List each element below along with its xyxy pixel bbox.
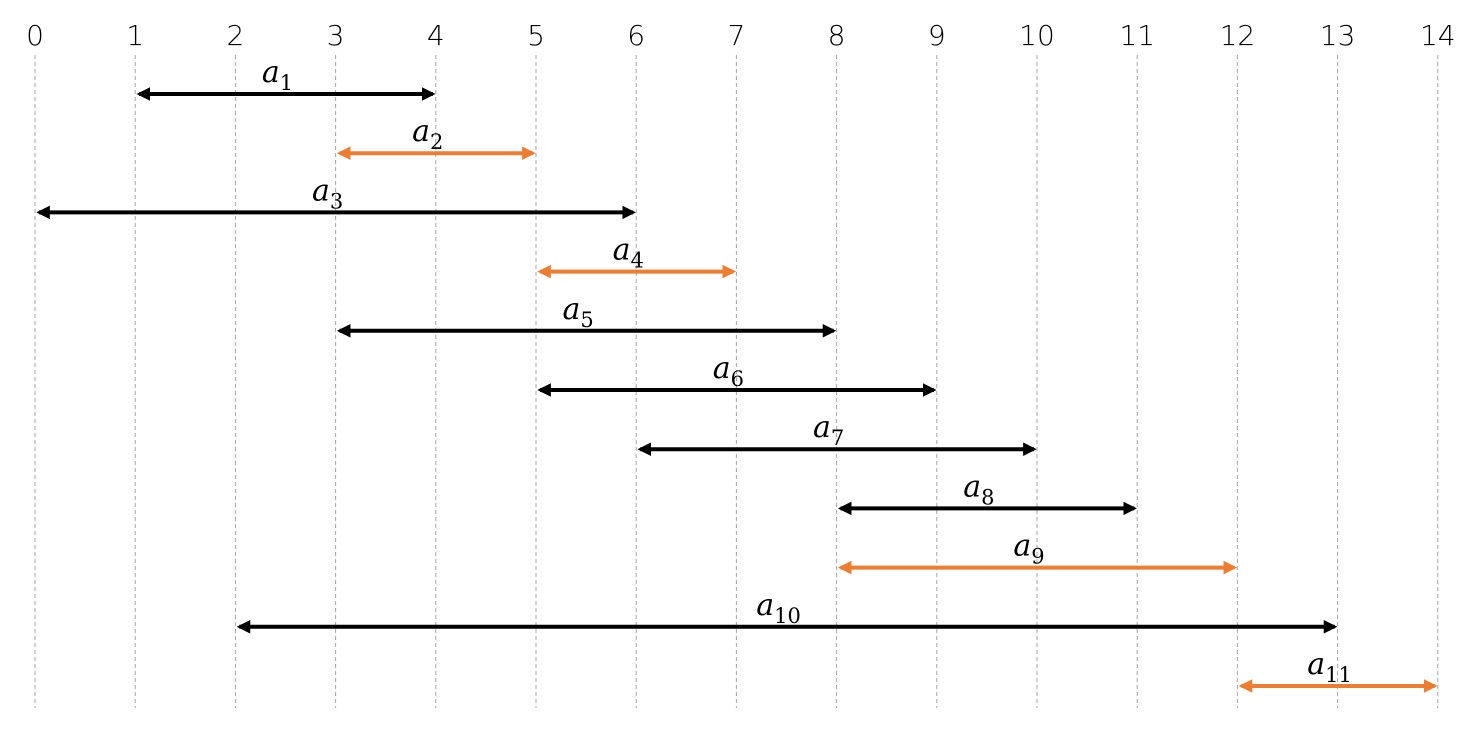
activity-a8: a8 [837, 469, 1137, 516]
activity-subscript: 3 [330, 189, 343, 213]
axis-tick-label: 1 [126, 19, 144, 52]
axis-tick-label: 10 [1019, 19, 1055, 52]
activity-subscript: 4 [630, 249, 643, 273]
activity-label: a10 [756, 588, 801, 628]
activity-a6: a6 [537, 351, 937, 397]
activity-a1: a1 [136, 55, 436, 101]
axis-tick-label: 0 [26, 19, 44, 52]
activity-subscript: 7 [831, 426, 844, 450]
activity-letter: a [412, 114, 430, 149]
activity-label: a1 [262, 55, 293, 95]
axis-tick-label: 5 [527, 19, 545, 52]
activity-subscript: 1 [280, 71, 293, 95]
activity-letter: a [713, 351, 731, 386]
activity-letter: a [963, 469, 981, 504]
axis-tick-label: 2 [226, 19, 244, 52]
activity-letter: a [312, 173, 330, 208]
activity-subscript: 2 [430, 130, 443, 154]
activity-letter: a [813, 410, 831, 445]
axis-tick-label: 9 [928, 19, 946, 52]
activity-a2: a2 [336, 114, 536, 160]
axis-tick-label: 12 [1220, 19, 1256, 52]
activity-a11: a11 [1238, 647, 1438, 693]
activity-label: a3 [312, 173, 343, 213]
axis-tick-label: 8 [828, 19, 846, 52]
axis-tick-label: 3 [327, 19, 345, 52]
axis-tick-label: 11 [1119, 19, 1155, 52]
activity-letter: a [756, 588, 774, 623]
axis-tick-label: 4 [427, 19, 445, 52]
activity-label: a4 [613, 233, 644, 273]
activity-label: a2 [412, 114, 443, 154]
activity-a5: a5 [336, 292, 837, 338]
activity-label: a8 [963, 469, 994, 509]
grid-lines [34, 55, 1439, 708]
axis-tick-label: 14 [1420, 19, 1456, 52]
activity-label: a11 [1307, 647, 1352, 687]
axis-tick-label: 7 [727, 19, 745, 52]
activity-letter: a [1307, 647, 1325, 682]
activity-a9: a9 [837, 529, 1238, 575]
activity-a3: a3 [36, 173, 636, 220]
activity-a7: a7 [637, 410, 1037, 457]
activity-subscript: 5 [580, 308, 593, 332]
activity-a4: a4 [537, 233, 737, 279]
activity-subscript: 8 [981, 485, 994, 509]
activity-label: a7 [813, 410, 844, 450]
activity-subscript: 9 [1031, 545, 1044, 569]
axis-tick-label: 6 [627, 19, 645, 52]
activity-a10: a10 [236, 588, 1338, 634]
activity-letter: a [562, 292, 580, 327]
activity-subscript: 11 [1325, 663, 1352, 687]
axis-tick-label: 13 [1320, 19, 1356, 52]
activity-label: a5 [562, 292, 593, 332]
activity-letter: a [613, 233, 631, 268]
activity-subscript: 6 [731, 367, 744, 391]
activity-letter: a [262, 55, 280, 90]
activity-subscript: 10 [774, 604, 801, 628]
activity-label: a6 [713, 351, 744, 391]
activity-letter: a [1013, 529, 1031, 564]
activity-label: a9 [1013, 529, 1044, 569]
